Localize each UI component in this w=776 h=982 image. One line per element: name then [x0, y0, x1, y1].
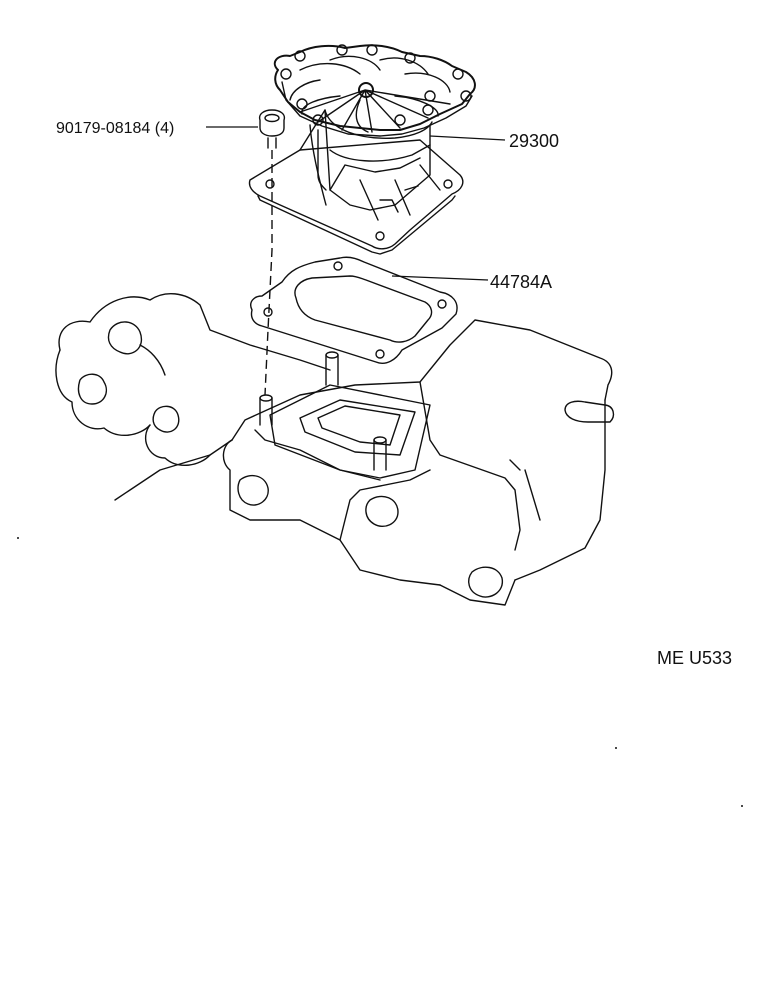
scan-speck	[741, 805, 743, 807]
leader-carburetor	[429, 135, 506, 141]
intake-manifold	[55, 293, 615, 606]
carburetor	[248, 44, 476, 255]
label-bolt: 90179-08184 (4)	[56, 120, 174, 137]
scan-speck	[615, 747, 617, 749]
gasket	[250, 256, 458, 364]
figure-code: ME U533	[657, 648, 732, 668]
alignment-line	[264, 150, 273, 396]
scan-speck	[17, 537, 19, 539]
bolt	[258, 109, 286, 149]
leader-gasket	[391, 275, 489, 281]
label-carburetor: 29300	[509, 131, 559, 151]
label-gasket: 44784A	[490, 272, 552, 292]
